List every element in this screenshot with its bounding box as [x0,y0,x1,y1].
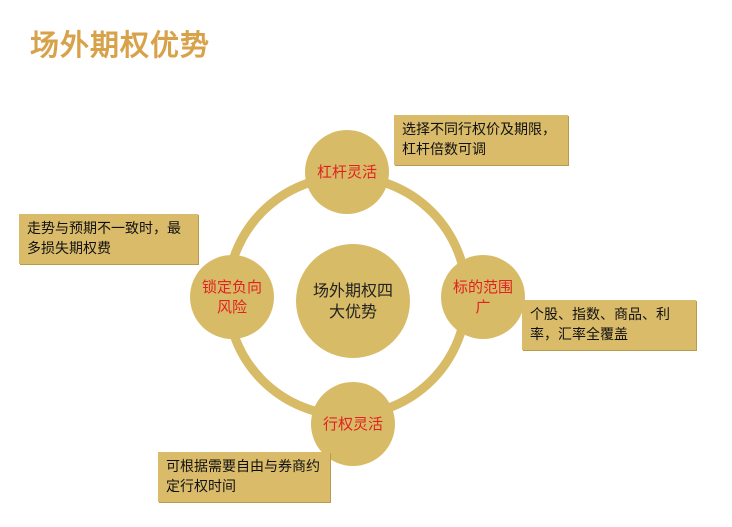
description-box-leverage: 选择不同行权价及期限，杠杆倍数可调 [394,115,568,165]
node-leverage-flexibility-label: 杠杆灵活 [317,163,378,181]
description-exercise: 可根据需要自由与券商约定行权时间 [166,459,320,495]
node-underlying-range: 标的范围广 [441,255,525,339]
description-underlying: 个股、指数、商品、利率，汇率全覆盖 [530,307,670,343]
page-title: 场外期权优势 [30,28,211,62]
description-box-risk: 走势与预期不一致时，最多损失期权费 [19,214,198,264]
node-downside-risk-lock: 锁定负向风险 [190,255,274,339]
center-label: 场外期权四大优势 [312,281,393,321]
node-downside-risk-lock-label: 锁定负向风险 [202,278,263,316]
node-leverage-flexibility: 杠杆灵活 [305,130,389,214]
description-leverage: 选择不同行权价及期限，杠杆倍数可调 [402,122,556,158]
description-risk: 走势与预期不一致时，最多损失期权费 [27,221,181,257]
center-circle: 场外期权四大优势 [296,244,410,358]
description-box-exercise: 可根据需要自由与券商约定行权时间 [158,452,330,502]
description-box-underlying: 个股、指数、商品、利率，汇率全覆盖 [522,300,696,350]
node-underlying-range-label: 标的范围广 [453,278,514,316]
node-exercise-flexibility-label: 行权灵活 [323,415,384,433]
